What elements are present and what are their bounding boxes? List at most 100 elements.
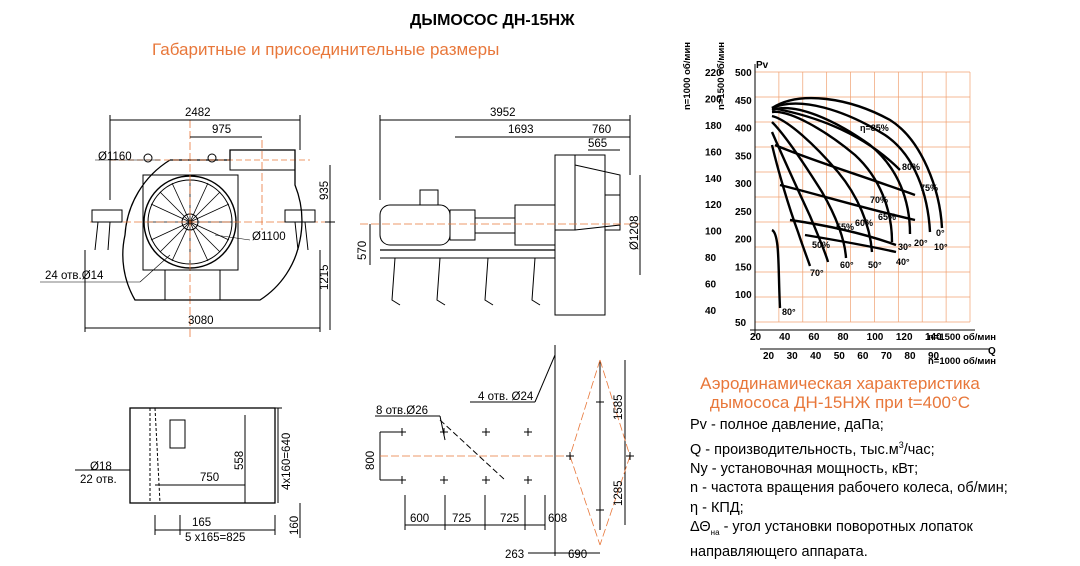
dim-24-holes: 24 отв.Ø14 <box>45 270 104 282</box>
y-tick-1500: 300 <box>735 179 752 190</box>
eff-85: η=85% <box>860 123 889 133</box>
x-tick-1000: 70 <box>881 351 893 362</box>
y-tick-1000: 160 <box>705 147 722 158</box>
ang-80: 80° <box>782 307 796 317</box>
ang-20: 20° <box>914 238 928 248</box>
aero-title-line2: дымососа ДН-15НЖ при t=400°С <box>709 393 971 412</box>
eff-55: 55% <box>836 222 854 232</box>
characteristic-curve <box>771 114 874 253</box>
y-axis-pv: Pv <box>756 60 769 71</box>
dim-750: 750 <box>200 472 219 484</box>
x-tick-1500: 120 <box>896 332 913 343</box>
characteristic-curve <box>771 106 901 171</box>
ang-50: 50° <box>868 260 882 270</box>
y-tick-1500: 200 <box>735 235 752 246</box>
legend-theta: ΔΘна - угол установки поворотных лопаток <box>690 519 973 538</box>
y-axis-1000-label: n=1000 об/мин <box>682 42 693 110</box>
x-tick-1500: 60 <box>808 332 820 343</box>
x-tick-1000: 30 <box>787 351 799 362</box>
characteristic-curve <box>779 183 916 222</box>
aero-title: Аэродинамическая характеристика дымососа… <box>690 374 990 412</box>
dim-3080: 3080 <box>188 315 214 327</box>
dim-1585: 1585 <box>613 394 625 420</box>
dim-d1100: Ø1100 <box>252 231 286 243</box>
x-tick-1500: 100 <box>867 332 884 343</box>
characteristic-curve <box>771 102 932 233</box>
dim-800: 800 <box>365 451 377 470</box>
dim-935: 935 <box>319 181 331 200</box>
legend-eta: η - КПД; <box>690 499 744 516</box>
y-tick-1500: 500 <box>735 68 752 79</box>
y-tick-1500: 450 <box>735 96 752 107</box>
y-tick-1000: 40 <box>705 306 717 317</box>
legend-ny: Nу - установочная мощность, кВт; <box>690 460 919 477</box>
x-axis-1000-label: n=1000 об/мин <box>928 356 996 367</box>
dim-725b: 725 <box>500 513 519 525</box>
x-tick-1500: 140 <box>925 332 942 343</box>
x-tick-1500: 40 <box>779 332 791 343</box>
dim-565: 565 <box>588 138 607 150</box>
y-tick-1500: 400 <box>735 124 752 135</box>
y-axis-1500-label: n=1500 об/мин <box>716 42 727 110</box>
aero-title-line1: Аэродинамическая характеристика <box>700 374 980 393</box>
x-tick-1000: 50 <box>834 351 846 362</box>
y-tick-1000: 60 <box>705 280 717 291</box>
dim-690: 690 <box>568 549 587 561</box>
dim-165: 165 <box>192 517 211 529</box>
dim-600: 600 <box>410 513 429 525</box>
dim-1215: 1215 <box>319 264 331 290</box>
dim-8-holes: 8 отв.Ø26 <box>376 405 428 417</box>
dim-760: 760 <box>592 124 611 136</box>
characteristic-curve <box>789 218 897 247</box>
x-tick-1000: 80 <box>904 351 916 362</box>
ang-60: 60° <box>840 260 854 270</box>
dim-4-holes: 4 отв. Ø24 <box>478 391 534 403</box>
aerodynamic-chart: 5010015020025030035040045050040608010012… <box>682 42 996 367</box>
dim-5x165: 5 х165=825 <box>185 532 245 544</box>
characteristic-curve <box>770 144 812 267</box>
dim-d1160: Ø1160 <box>98 151 132 163</box>
x-tick-1500: 20 <box>750 332 762 343</box>
legend-q: Q - производительность, тыс.м3/час; <box>690 439 935 458</box>
x-tick-1000: 20 <box>763 351 775 362</box>
characteristic-curve <box>771 96 944 229</box>
x-tick-1000: 90 <box>928 351 940 362</box>
y-tick-1500: 150 <box>735 262 752 273</box>
dim-725a: 725 <box>452 513 471 525</box>
eff-65: 65% <box>878 212 896 222</box>
y-tick-1500: 50 <box>735 318 747 329</box>
dim-608: 608 <box>548 513 567 525</box>
foundation-view <box>375 345 634 556</box>
eff-75: 75% <box>920 183 938 193</box>
dim-263: 263 <box>505 549 524 561</box>
dim-570: 570 <box>357 241 369 260</box>
ang-0: 0° <box>936 228 945 238</box>
front-view <box>40 115 335 340</box>
y-tick-1500: 350 <box>735 151 752 162</box>
legend-pv: Pv - полное давление, даПа; <box>690 417 884 433</box>
eff-80: 80% <box>902 162 920 172</box>
side-view <box>360 115 641 316</box>
drawing-title: ДЫМОСОС ДН-15НЖ <box>410 12 575 29</box>
x-tick-1000: 40 <box>810 351 822 362</box>
dim-1693: 1693 <box>508 124 534 136</box>
y-tick-1000: 200 <box>705 94 722 105</box>
y-tick-1000: 220 <box>705 68 722 79</box>
dim-3952: 3952 <box>490 107 516 119</box>
y-tick-1000: 180 <box>705 121 722 132</box>
ang-40: 40° <box>896 257 910 267</box>
eff-70: 70% <box>870 195 888 205</box>
y-tick-1000: 120 <box>705 200 722 211</box>
ang-30: 30° <box>898 242 912 252</box>
drawing-subtitle: Габаритные и присоединительные размеры <box>152 40 500 59</box>
dim-160: 160 <box>289 516 301 535</box>
dim-1285: 1285 <box>613 480 625 506</box>
y-tick-1000: 140 <box>705 174 722 185</box>
x-tick-1500: 80 <box>838 332 850 343</box>
dim-558: 558 <box>234 451 246 470</box>
dim-975: 975 <box>212 124 231 136</box>
characteristic-curve <box>771 121 848 259</box>
y-tick-1500: 100 <box>735 290 752 301</box>
characteristic-curve <box>804 233 897 254</box>
